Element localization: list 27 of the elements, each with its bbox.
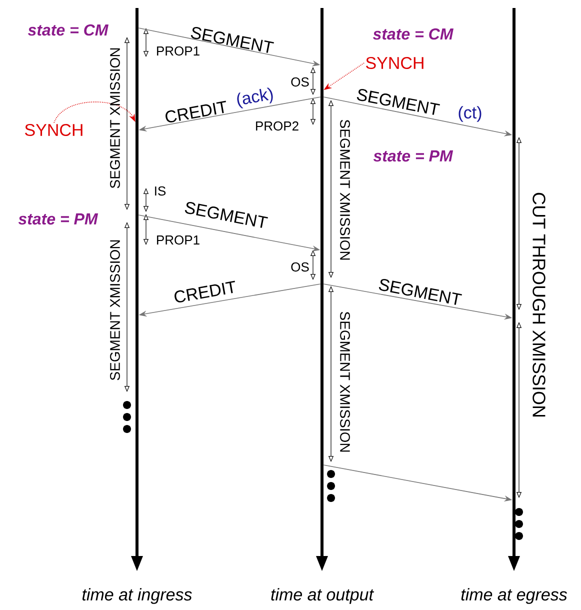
dimension-label: SEGMENT XMISSION — [110, 240, 120, 380]
dimension-label: PROP2 — [256, 121, 298, 131]
state-label: state = PM — [18, 213, 98, 225]
axis-caption: time at output — [271, 588, 374, 604]
dimension-label: CUT THROUGH XMISSION — [532, 192, 546, 417]
synch-label: SYNCH — [366, 56, 424, 70]
edge-label: CREDIT — [174, 280, 235, 302]
edge-label: SEGMENT — [378, 279, 462, 305]
axis-caption: time at egress — [461, 588, 568, 604]
edge-note: (ct) — [458, 106, 482, 122]
state-label: state = CM — [28, 24, 108, 36]
dimension-label: SEGMENT XMISSION — [340, 120, 350, 260]
edge-label: SEGMENT — [184, 202, 268, 228]
edge-label: SEGMENT — [356, 89, 440, 115]
dimension-label: OS — [291, 77, 309, 87]
edge-note: (ack) — [237, 88, 273, 108]
dimension-label: SEGMENT XMISSION — [340, 312, 350, 452]
state-label: state = PM — [373, 150, 454, 162]
state-label: state = CM — [372, 28, 454, 40]
edge-label: CREDIT — [166, 100, 226, 122]
dimension-label: OS — [291, 262, 309, 272]
arrow — [54, 102, 136, 124]
axis-caption: time at ingress — [82, 588, 192, 604]
dimension-label: IS — [155, 186, 166, 196]
synch-label: SYNCH — [25, 124, 82, 136]
dimension-label: PROP1 — [157, 235, 200, 245]
dimension-label: SEGMENT XMISSION — [110, 48, 120, 188]
